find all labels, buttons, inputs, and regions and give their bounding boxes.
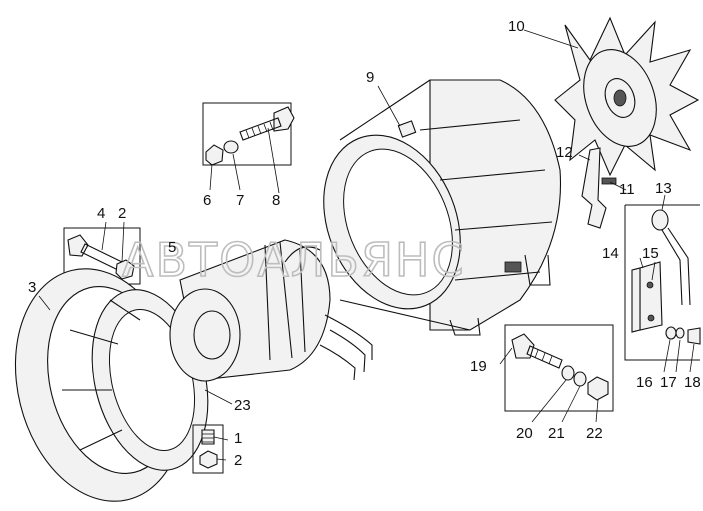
callout-15: 15 — [642, 245, 659, 262]
callout-18: 18 — [684, 374, 701, 391]
callout-19: 19 — [470, 358, 487, 375]
callout-4: 4 — [97, 205, 105, 222]
callout-6: 6 — [203, 192, 211, 209]
bolt-assembly-6-8 — [202, 102, 295, 166]
cooling-fan — [554, 16, 700, 177]
watermark-text: АВТОАЛЬЯНС — [122, 233, 466, 287]
callout-21: 21 — [548, 425, 565, 442]
bolt-assembly-4-5 — [63, 227, 141, 285]
rotor-stator — [169, 239, 373, 382]
callout-12: 12 — [556, 144, 573, 161]
terminal-assembly — [624, 204, 701, 361]
callout-9: 9 — [366, 69, 374, 86]
bolt-nut-1-2 — [192, 424, 224, 474]
pulley — [14, 268, 209, 502]
callout-13: 13 — [655, 180, 672, 197]
callout-3: 3 — [28, 279, 36, 296]
callout-20: 20 — [516, 425, 533, 442]
callout-labels: 10 9 12 11 13 6 7 8 4 2 5 14 15 3 19 16 … — [28, 18, 701, 469]
callout-8: 8 — [272, 192, 280, 209]
callout-2-top: 2 — [118, 205, 126, 222]
callout-11: 11 — [619, 181, 635, 198]
callout-2-bottom: 2 — [234, 452, 242, 469]
callout-16: 16 — [636, 374, 653, 391]
alternator-housing — [323, 79, 562, 336]
mounting-bracket — [581, 147, 617, 229]
callout-10: 10 — [508, 18, 525, 35]
callout-22: 22 — [586, 425, 603, 442]
callout-5: 5 — [168, 239, 176, 256]
callout-1: 1 — [234, 430, 242, 447]
callout-23: 23 — [234, 397, 251, 414]
callout-17: 17 — [660, 374, 677, 391]
bolt-assembly-19-22 — [504, 324, 614, 412]
callout-7: 7 — [236, 192, 244, 209]
callout-14: 14 — [602, 245, 619, 262]
leader-lines — [38, 29, 695, 461]
